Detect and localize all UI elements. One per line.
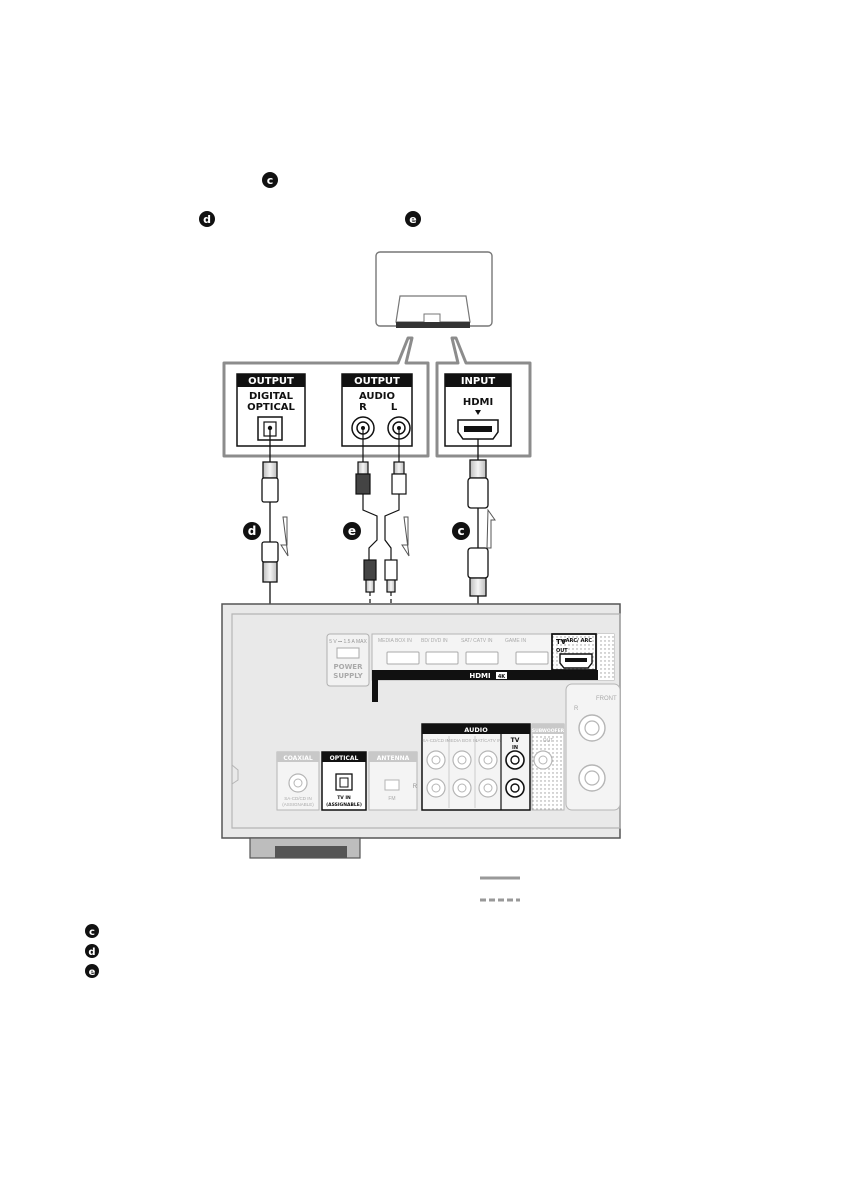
marker-e-top: e (405, 211, 421, 227)
svg-text:(ASSIGNABLE): (ASSIGNABLE) (326, 802, 362, 808)
svg-text:ANTENNA: ANTENNA (377, 755, 410, 762)
marker-e-cable: e (343, 522, 361, 540)
svg-text:d: d (203, 213, 211, 226)
svg-text:4K: 4K (498, 674, 506, 680)
arrow-c (486, 508, 496, 549)
key-marker-e: e (85, 964, 99, 978)
tv-illustration (375, 251, 493, 328)
svg-text:MEDIA BOX IN: MEDIA BOX IN (447, 738, 478, 743)
marker-d-cable: d (243, 522, 261, 540)
svg-text:c: c (457, 524, 464, 538)
arrow-d (280, 516, 289, 557)
svg-text:SUBWOOFER: SUBWOOFER (532, 728, 565, 734)
svg-text:IN: IN (512, 745, 518, 751)
legend (480, 876, 520, 902)
svg-text:COAXIAL: COAXIAL (283, 755, 312, 762)
svg-text:TV: TV (556, 638, 567, 646)
svg-text:AUDIO: AUDIO (359, 391, 395, 402)
svg-text:R: R (359, 402, 367, 413)
svg-text:e: e (348, 524, 356, 538)
svg-text:SA-CD/CD IN: SA-CD/CD IN (422, 738, 450, 743)
svg-text:SUPPLY: SUPPLY (333, 672, 363, 680)
audio-cable (355, 428, 407, 593)
tv-optical-output: OUTPUT DIGITAL OPTICAL (236, 373, 306, 447)
marker-c-top: c (262, 172, 278, 188)
svg-text:GAME IN: GAME IN (505, 638, 527, 644)
svg-text:DIGITAL: DIGITAL (249, 391, 294, 402)
svg-text:(ASSIGNABLE): (ASSIGNABLE) (282, 802, 314, 807)
svg-text:SA-CD/CD IN: SA-CD/CD IN (284, 796, 312, 801)
marker-d-top: d (199, 211, 215, 227)
key-marker-c: c (85, 924, 99, 938)
receiver-digital-section: COAXIAL SA-CD/CD IN (ASSIGNABLE) OPTICAL… (276, 751, 418, 811)
arrow-e (401, 516, 410, 557)
svg-text:MEDIA BOX IN: MEDIA BOX IN (378, 638, 412, 644)
tv-audio-output: OUTPUT AUDIO R L (341, 373, 413, 447)
key-marker-d: d (85, 944, 99, 958)
svg-text:c: c (89, 927, 95, 938)
svg-text:POWER: POWER (334, 663, 364, 671)
svg-text:BD/ DVD IN: BD/ DVD IN (421, 638, 448, 644)
receiver-audio-section: AUDIO SA-CD/CD IN MEDIA BOX IN SAT/CATV … (413, 723, 531, 811)
receiver-speaker-section: FRONT R (565, 683, 621, 811)
svg-text:SAT/ CATV IN: SAT/ CATV IN (461, 638, 493, 644)
svg-text:INPUT: INPUT (461, 376, 496, 387)
svg-text:FRONT: FRONT (596, 696, 617, 702)
usb-power-supply: 5 V ⎓ 1.5 A MAX POWER SUPPLY (326, 633, 370, 687)
svg-text:5 V ⎓ 1.5 A MAX: 5 V ⎓ 1.5 A MAX (329, 639, 367, 645)
svg-text:TV: TV (511, 737, 520, 744)
svg-text:AUDIO: AUDIO (464, 726, 488, 734)
svg-text:R: R (413, 784, 418, 790)
svg-text:e: e (409, 213, 416, 226)
svg-text:L: L (391, 402, 398, 413)
svg-text:OPTICAL: OPTICAL (330, 755, 359, 762)
svg-text:OUT: OUT (543, 738, 554, 744)
marker-c-cable: c (452, 522, 470, 540)
svg-text:c: c (267, 174, 274, 187)
receiver-subwoofer-section: SUBWOOFER OUT (531, 723, 565, 811)
svg-text:OPTICAL: OPTICAL (247, 402, 295, 413)
svg-text:d: d (248, 524, 257, 538)
receiver-hdmi-section: HDMI 4K MEDIA BOX IN BD/ DVD IN SAT/ CAT… (371, 633, 615, 702)
svg-text:e: e (89, 967, 96, 978)
svg-text:OUTPUT: OUTPUT (248, 376, 294, 387)
svg-text:eARC/ ARC: eARC/ ARC (562, 638, 592, 644)
svg-text:SAT/CATV IN: SAT/CATV IN (474, 738, 501, 743)
svg-text:d: d (88, 947, 95, 958)
svg-text:OUTPUT: OUTPUT (354, 376, 400, 387)
svg-text:OUT: OUT (556, 648, 568, 654)
svg-text:FM: FM (388, 796, 395, 802)
svg-text:TV IN: TV IN (337, 795, 351, 801)
svg-text:HDMI: HDMI (463, 397, 493, 408)
svg-text:R: R (574, 706, 579, 712)
svg-text:HDMI: HDMI (469, 672, 490, 680)
tv-hdmi-input: INPUT HDMI (444, 373, 512, 447)
